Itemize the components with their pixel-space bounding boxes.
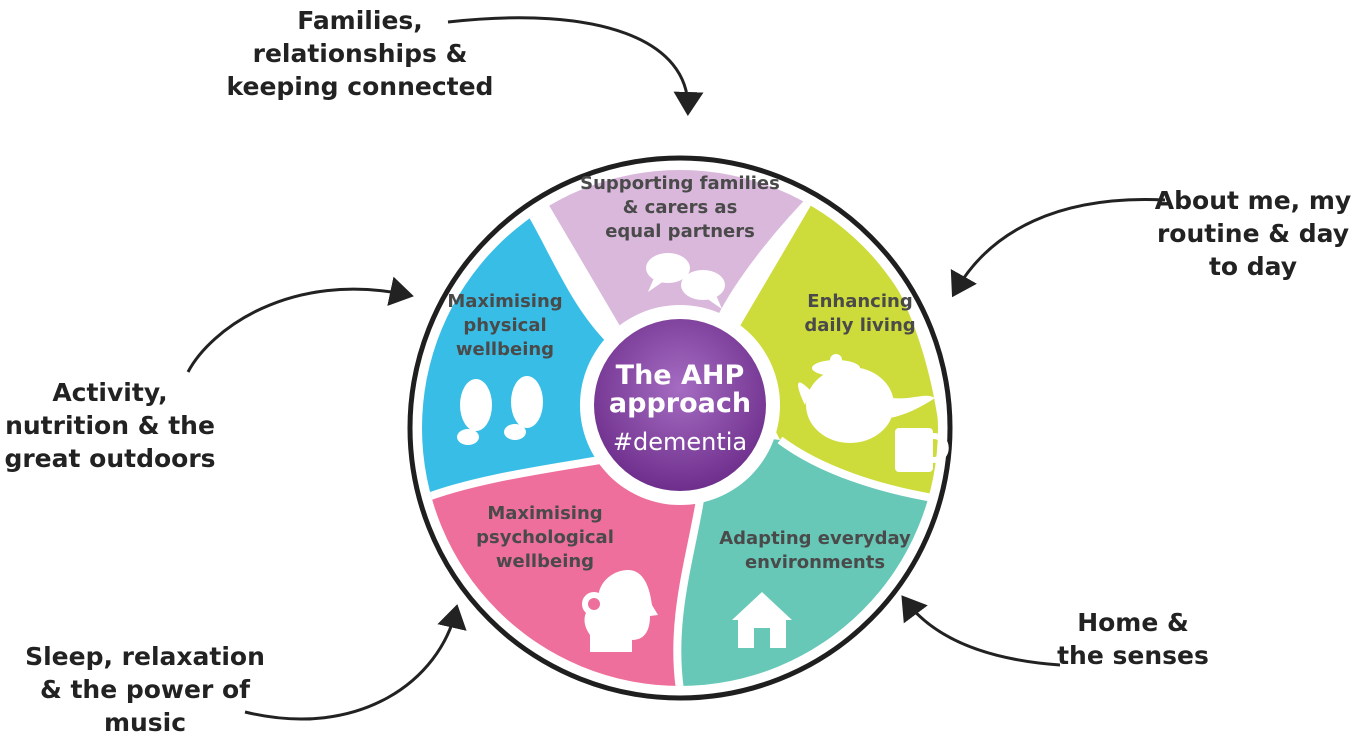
outer-label-line: music bbox=[103, 708, 187, 736]
outer-label-line: routine & day bbox=[1156, 219, 1350, 248]
outer-label-line: great outdoors bbox=[4, 444, 216, 473]
arrow-home bbox=[901, 595, 1061, 667]
segment-label-line: wellbeing bbox=[495, 551, 595, 572]
segment-label-line: Supporting families bbox=[580, 173, 780, 194]
hub-circle bbox=[594, 319, 766, 491]
outer-label-line: & the power of bbox=[39, 675, 251, 704]
outer-label-sleep: Sleep, relaxation & the power of music bbox=[0, 640, 290, 736]
arrow-families bbox=[447, 16, 704, 116]
outer-label-line: Families, bbox=[297, 6, 423, 35]
segment-label-enhancing-daily-living: Enhancing daily living bbox=[780, 290, 940, 338]
segment-supporting-families bbox=[540, 170, 820, 428]
outer-label-line: relationships & bbox=[252, 39, 468, 68]
speech-bubbles-icon bbox=[646, 253, 725, 309]
outer-label-line: nutrition & the bbox=[5, 411, 215, 440]
segment-label-physical-wellbeing: Maximising physical wellbeing bbox=[430, 290, 580, 362]
arrow-activity bbox=[186, 276, 414, 373]
center-hashtag: #dementia bbox=[612, 428, 748, 456]
arrow-sleep bbox=[244, 604, 467, 721]
footprints-icon bbox=[457, 376, 543, 445]
segment-label-line: wellbeing bbox=[455, 339, 555, 360]
segment-label-line: daily living bbox=[804, 315, 916, 336]
outer-label-about-me: About me, my routine & day to day bbox=[1148, 184, 1358, 283]
outer-label-line: Home & bbox=[1077, 608, 1189, 637]
outer-label-activity: Activity, nutrition & the great outdoors bbox=[0, 376, 220, 475]
segment-label-line: & carers as bbox=[622, 197, 738, 218]
outer-label-line: Sleep, relaxation bbox=[25, 642, 265, 671]
segment-dividers bbox=[422, 187, 938, 686]
segment-label-line: Maximising bbox=[447, 291, 563, 312]
arrow-about-me bbox=[950, 198, 1166, 298]
outer-label-line: About me, my bbox=[1154, 186, 1352, 215]
segment-label-supporting-families: Supporting families & carers as equal pa… bbox=[570, 172, 790, 244]
outer-label-line: Activity, bbox=[52, 378, 168, 407]
outer-label-line: the senses bbox=[1057, 641, 1209, 670]
segment-label-line: equal partners bbox=[605, 221, 755, 242]
segment-label-line: Maximising bbox=[487, 503, 603, 524]
segment-label-line: Enhancing bbox=[807, 291, 913, 312]
arrows bbox=[186, 16, 1166, 721]
outer-label-families: Families, relationships & keeping connec… bbox=[215, 4, 505, 103]
center-title: The AHP approach bbox=[590, 362, 770, 418]
center-title-line1: The AHP bbox=[615, 360, 745, 391]
segment-label-line: environments bbox=[744, 552, 886, 573]
segment-label-psychological-wellbeing: Maximising psychological wellbeing bbox=[460, 502, 630, 574]
segment-label-line: Adapting everyday bbox=[719, 528, 911, 549]
house-icon bbox=[732, 592, 792, 648]
segment-label-line: physical bbox=[463, 315, 547, 336]
head-gear-icon bbox=[582, 570, 658, 652]
teapot-and-mug-icon bbox=[798, 354, 949, 472]
segment-label-adapting-environments: Adapting everyday environments bbox=[700, 527, 930, 575]
center-title-line2: approach bbox=[608, 388, 752, 419]
outer-label-line: to day bbox=[1208, 252, 1298, 281]
segment-label-line: psychological bbox=[476, 527, 614, 548]
outer-label-line: keeping connected bbox=[226, 72, 494, 101]
outer-label-home-senses: Home & the senses bbox=[1048, 606, 1218, 672]
